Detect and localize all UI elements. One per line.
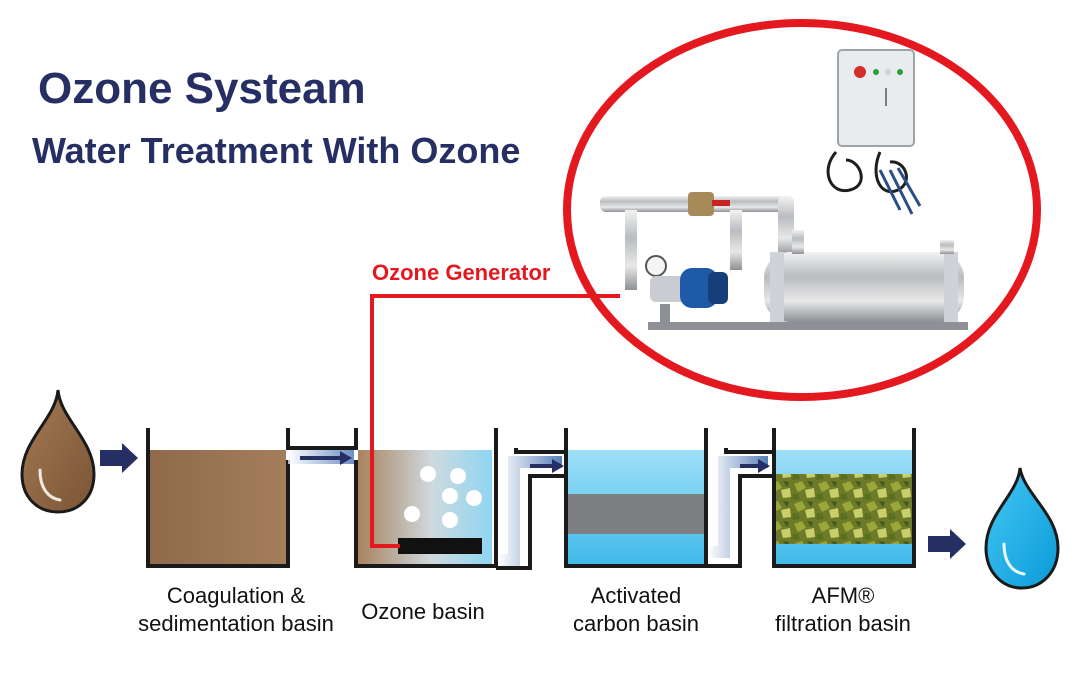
ozone-generator-feed-line [370,294,620,548]
inflow-arrow-icon [100,443,138,473]
ozone-generator-label: Ozone Generator [372,260,551,285]
outflow-arrow-icon [928,529,966,559]
stage-label-coagulation: Coagulation & sedimentation basin [112,582,360,638]
coagulation-basin [146,428,290,568]
stage-label-line2: carbon basin [573,611,699,636]
clean-water-drop-icon [984,467,1060,590]
afm-filtration-basin [772,428,916,568]
u-channel-3 [706,448,772,568]
stage-label-carbon: Activated carbon basin [550,582,722,638]
stage-label-line1: Coagulation & [166,583,306,608]
page-title: Ozone Systeam [38,64,366,113]
page-subtitle: Water Treatment With Ozone [32,130,521,171]
stage-label-afm: AFM® filtration basin [748,582,938,638]
activated-carbon-basin [564,428,708,568]
stage-label-line2: sedimentation basin [138,611,334,636]
stage-label-ozone: Ozone basin [338,598,508,626]
overflow-channel-1 [286,428,358,465]
ozone-control-box [826,49,922,215]
dirty-water-drop-icon [20,389,96,514]
ozone-generator-equipment [600,192,968,330]
stage-label-line1: AFM® [811,583,875,608]
u-channel-2 [496,448,566,570]
stage-label-line1: Ozone basin [361,599,485,624]
ozone-diffuser [398,538,482,554]
stage-label-line1: Activated [590,583,682,608]
stage-label-line2: filtration basin [775,611,911,636]
